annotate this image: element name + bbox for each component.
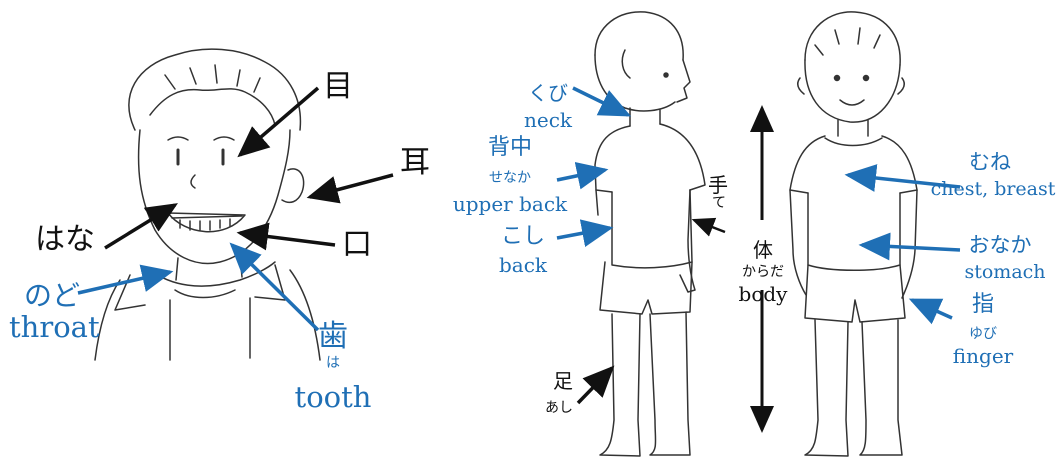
label-te-2: て <box>712 196 726 210</box>
label-stomach: stomach <box>964 263 1045 282</box>
label-mune: むね <box>969 152 1011 173</box>
front-view-boy <box>790 12 917 456</box>
label-karada-kana: からだ <box>742 265 784 279</box>
label-nodo: のど <box>24 282 80 310</box>
label-neck: neck <box>524 110 572 130</box>
arrow-onaka <box>862 245 960 250</box>
arrow-ashi <box>578 368 612 403</box>
label-yubi-kanji: 指 <box>972 294 994 316</box>
arrow-te <box>694 220 725 232</box>
label-hana: はな <box>35 225 95 255</box>
label-yubi-kana: ゆび <box>969 327 997 341</box>
face-drawing <box>95 49 320 360</box>
label-body: body <box>739 284 788 304</box>
label-mimi: 耳 <box>400 148 430 178</box>
arrow-me <box>240 88 318 155</box>
label-finger: finger <box>953 346 1013 366</box>
label-kubi: くび <box>528 83 568 103</box>
label-ashi-kanji: 足 <box>553 371 573 391</box>
label-throat: throat <box>9 313 100 342</box>
label-chest: chest, breast <box>931 180 1056 199</box>
side-view-boy <box>595 12 705 456</box>
arrow-mimi <box>310 175 393 197</box>
label-senaka-kanji: 背中 <box>488 137 532 159</box>
label-onaka: おなか <box>969 235 1032 256</box>
arrow-yubi <box>912 300 952 318</box>
label-kuchi: 口 <box>342 230 372 260</box>
label-karada-kanji: 体 <box>753 240 773 260</box>
label-tooth: tooth <box>295 383 372 412</box>
label-te-1: 手 <box>708 175 728 195</box>
label-ha-kanji: 歯 <box>318 322 348 352</box>
arrow-kubi <box>573 88 628 115</box>
label-koshi: こし <box>501 226 545 248</box>
arrow-kuchi <box>240 233 335 245</box>
arrow-hana <box>105 205 175 248</box>
label-ha-kana: は <box>326 356 340 370</box>
arrow-koshi <box>557 228 610 238</box>
label-back: back <box>499 255 547 275</box>
label-me: 目 <box>323 72 353 102</box>
label-senaka-kana: せなか <box>489 171 531 185</box>
label-upper-back: upper back <box>453 194 567 214</box>
arrow-ha <box>232 245 318 330</box>
arrow-senaka <box>557 170 605 180</box>
label-ashi-kana: あし <box>545 401 573 415</box>
